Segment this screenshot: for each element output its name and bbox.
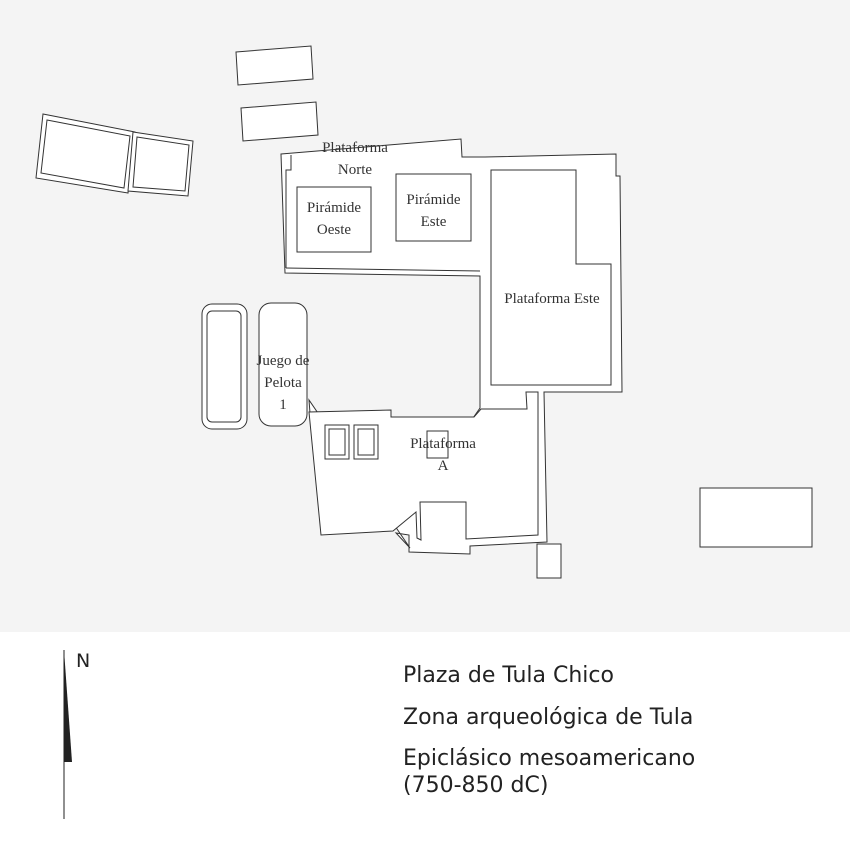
label-piramide-oeste-line2: Oeste: [316, 222, 352, 238]
label-juego-de-pelota-line3: 1: [279, 397, 287, 413]
label-piramide-este-line2: Este: [420, 214, 447, 230]
label-plataforma-a: Plataforma A: [388, 433, 498, 477]
structure-northwest-small-inner: [132, 136, 190, 192]
label-juego-de-pelota: Juego de Pelota 1: [243, 350, 323, 416]
label-plataforma-a-line2: A: [437, 458, 449, 474]
label-plataforma-norte: Plataforma Norte: [300, 137, 410, 181]
map-subtitle: Zona arqueológica de Tula: [403, 705, 694, 730]
label-juego-de-pelota-line2: Pelota: [264, 375, 302, 391]
structure-north-1: [235, 45, 314, 86]
structure-southeast: [699, 487, 813, 548]
label-piramide-este-line1: Pirámide: [406, 192, 461, 208]
plataforma-norte-inner-edge: [285, 267, 481, 272]
structure-north-2: [240, 101, 319, 142]
structure-south: [536, 543, 562, 579]
label-piramide-este: Pirámide Este: [396, 189, 471, 233]
label-plataforma-a-line1: Plataforma: [410, 436, 476, 452]
site-plan-drawing: [35, 45, 813, 579]
plataforma-norte-inner: [285, 155, 292, 268]
structure-west-inner: [206, 310, 242, 423]
juego-de-pelota-outline: [258, 302, 308, 427]
label-piramide-oeste-line1: Pirámide: [306, 200, 362, 216]
small-structure-a1-inner: [328, 428, 346, 456]
label-piramide-oeste: Pirámide Oeste: [297, 197, 371, 241]
label-plataforma-este: Plataforma Este: [489, 288, 615, 310]
structure-northwest-large-inner: [40, 119, 131, 189]
site-plan-map: Plataforma Norte Pirámide Oeste Pirámide…: [0, 0, 850, 632]
map-title: Plaza de Tula Chico: [403, 663, 614, 688]
label-juego-de-pelota-line1: Juego de: [256, 353, 310, 369]
small-structure-a3: [426, 430, 449, 459]
map-period-line1: Epiclásico mesoamericano: [403, 746, 696, 771]
piramide-este-outline: [395, 173, 472, 242]
small-structure-a2-inner: [357, 428, 375, 456]
map-legend: N Plaza de Tula Chico Zona arqueológica …: [0, 632, 850, 850]
label-plataforma-norte-line1: Plataforma: [322, 140, 388, 156]
plataforma-este-outline: [490, 169, 612, 386]
north-arrow-icon: [63, 650, 72, 819]
label-plataforma-norte-line2: Norte: [337, 162, 373, 178]
north-label: N: [76, 650, 91, 672]
piramide-oeste-outline: [296, 186, 372, 253]
map-period-line2: (750-850 dC): [403, 773, 549, 798]
label-plataforma-este-line1: Plataforma Este: [504, 291, 600, 307]
